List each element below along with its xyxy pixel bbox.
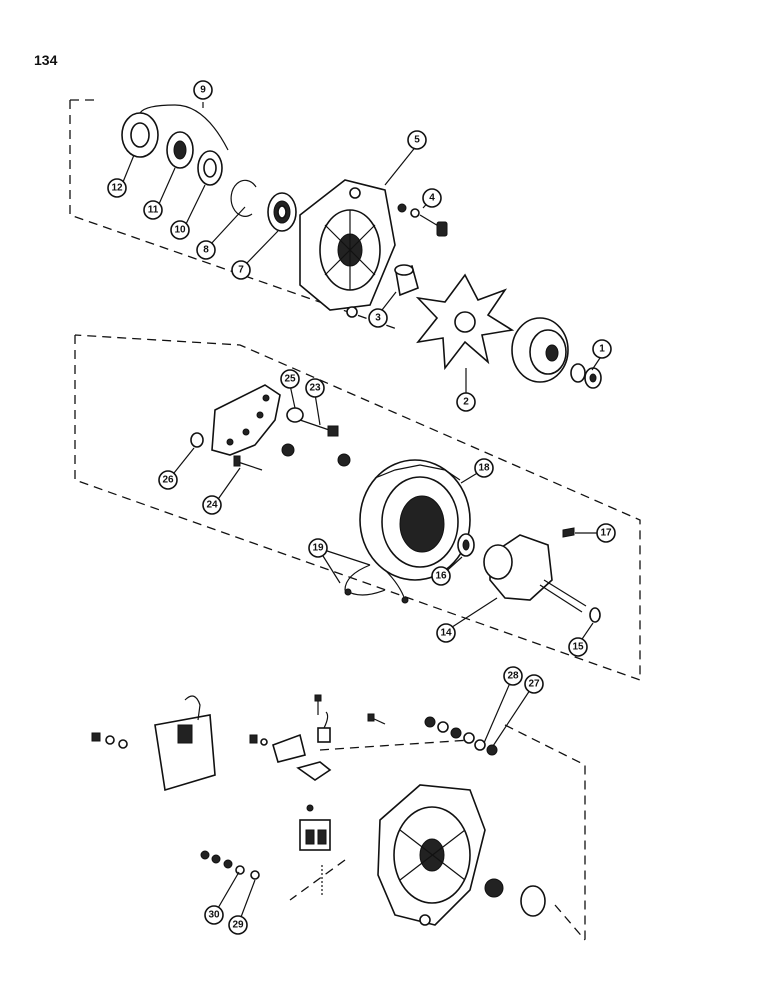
callout-7: 7 <box>231 260 251 280</box>
callout-4: 4 <box>422 188 442 208</box>
rear-assembly-outline <box>289 724 586 941</box>
screw-part-23 <box>299 419 339 437</box>
callout-17: 17 <box>596 523 616 543</box>
callout-9: 9 <box>193 80 213 100</box>
bearing-part-16 <box>457 533 475 557</box>
screw-part-24 <box>233 455 263 471</box>
rectifier-clip <box>296 761 332 781</box>
callout-label: 18 <box>478 463 490 474</box>
page-number: 134 <box>34 52 58 68</box>
callout-label: 14 <box>440 628 452 639</box>
terminal-screw-right <box>367 713 386 725</box>
nut-a <box>281 443 295 457</box>
callout-label: 3 <box>375 313 381 324</box>
callout-18: 18 <box>474 458 494 478</box>
callout-5: 5 <box>407 130 427 150</box>
mounting-bracket <box>211 384 281 456</box>
callout-label: 8 <box>203 245 209 256</box>
terminal-bracket <box>272 733 306 763</box>
stator-part-18 <box>359 459 471 581</box>
ring-part-15 <box>589 607 601 623</box>
callout-label: 16 <box>435 571 447 582</box>
brush-holder <box>317 711 331 743</box>
callout-1: 1 <box>592 339 612 359</box>
snap-ring-part-8 <box>230 179 257 217</box>
retainer-part-11 <box>166 131 194 169</box>
seal-part-10 <box>197 150 223 186</box>
callout-label: 4 <box>429 193 435 204</box>
callout-16: 16 <box>431 566 451 586</box>
callout-label: 2 <box>463 397 469 408</box>
callout-label: 15 <box>572 642 584 653</box>
callout-label: 25 <box>284 374 296 385</box>
callout-30: 30 <box>204 905 224 925</box>
callout-label: 30 <box>208 910 220 921</box>
terminal-screw-left <box>249 734 268 746</box>
screw-regulator <box>91 732 128 749</box>
callout-label: 12 <box>111 183 123 194</box>
callout-label: 17 <box>600 528 612 539</box>
callout-label: 10 <box>174 225 186 236</box>
callout-11: 11 <box>143 200 163 220</box>
pulley <box>511 317 569 383</box>
rotor-assembly-outline <box>74 334 641 681</box>
callout-label: 5 <box>414 135 420 146</box>
washer-stack-29-30 <box>200 850 260 880</box>
callout-29: 29 <box>228 915 248 935</box>
callout-25: 25 <box>280 369 300 389</box>
terminal-screw-small <box>314 694 322 715</box>
nut-washer-part-1 <box>570 363 602 389</box>
o-ring <box>520 885 546 917</box>
callout-label: 26 <box>162 475 174 486</box>
callout-8: 8 <box>196 240 216 260</box>
spacer-part-3 <box>394 264 419 297</box>
callout-14: 14 <box>436 623 456 643</box>
regulator <box>154 695 216 792</box>
nut-b <box>337 453 351 467</box>
callout-26: 26 <box>158 470 178 490</box>
insulator-part-26 <box>190 432 204 448</box>
callout-label: 11 <box>148 205 159 216</box>
callout-label: 24 <box>206 500 218 511</box>
callout-label: 28 <box>507 671 519 682</box>
plug <box>484 878 504 898</box>
washer-stack-27-28 <box>424 716 498 756</box>
callout-10: 10 <box>170 220 190 240</box>
seal-part-12 <box>121 112 159 158</box>
fan-part-2 <box>415 273 515 371</box>
callout-12: 12 <box>107 178 127 198</box>
callout-label: 1 <box>599 344 605 355</box>
key-part-17 <box>562 527 575 538</box>
front-assembly-outline <box>69 99 401 331</box>
callout-label: 7 <box>238 265 244 276</box>
callout-label: 27 <box>528 679 540 690</box>
slip-ring-end-frame <box>377 784 486 926</box>
callout-label: 23 <box>309 383 321 394</box>
callout-2: 2 <box>456 392 476 412</box>
callout-3: 3 <box>368 308 388 328</box>
callout-label: 9 <box>200 85 206 96</box>
leads-part-19 <box>344 564 409 604</box>
callout-label: 29 <box>232 920 244 931</box>
callout-23: 23 <box>305 378 325 398</box>
callout-19: 19 <box>308 538 328 558</box>
brush-assembly <box>299 804 331 851</box>
bearing-part-7 <box>267 192 297 232</box>
callout-28: 28 <box>503 666 523 686</box>
drive-end-frame-part-5 <box>299 179 396 318</box>
callout-15: 15 <box>568 637 588 657</box>
callout-label: 19 <box>312 543 324 554</box>
bolt-part-4 <box>397 203 448 237</box>
callout-27: 27 <box>524 674 544 694</box>
rotor-part-14 <box>483 534 587 613</box>
callout-24: 24 <box>202 495 222 515</box>
